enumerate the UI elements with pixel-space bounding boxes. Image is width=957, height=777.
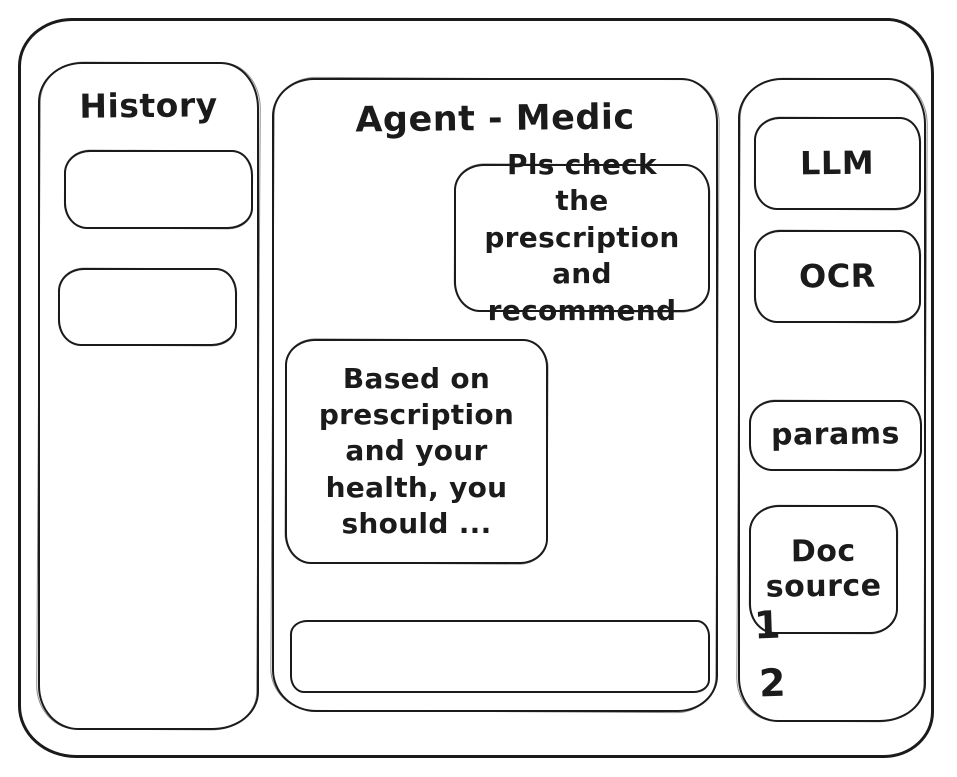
message-input[interactable] — [290, 620, 710, 693]
params-button-label: params — [770, 416, 901, 453]
llm-button-label: LLM — [800, 143, 875, 183]
doc-source-button-label: Doc source — [765, 533, 882, 605]
history-item[interactable] — [64, 150, 253, 229]
ocr-button-label: OCR — [798, 256, 877, 296]
history-item[interactable] — [58, 268, 237, 346]
ocr-button[interactable]: OCR — [754, 230, 921, 323]
history-panel: History — [38, 62, 259, 730]
doc-source-item-1: 1 — [753, 602, 782, 648]
chat-title: Agent - Medic — [355, 97, 635, 141]
doc-source-button[interactable]: Doc source — [749, 505, 898, 634]
doc-source-item-2: 2 — [758, 660, 787, 706]
chat-panel: Agent - Medic Pls check the prescription… — [272, 78, 718, 712]
params-button[interactable]: params — [749, 400, 922, 471]
llm-button[interactable]: LLM — [754, 117, 921, 210]
tools-panel: LLM OCR params Doc source 1 2 — [738, 78, 926, 722]
agent-message-bubble: Based on prescription and your health, y… — [285, 339, 548, 564]
user-message-bubble: Pls check the prescription and recommend — [454, 148, 710, 327]
history-title: History — [79, 85, 218, 126]
